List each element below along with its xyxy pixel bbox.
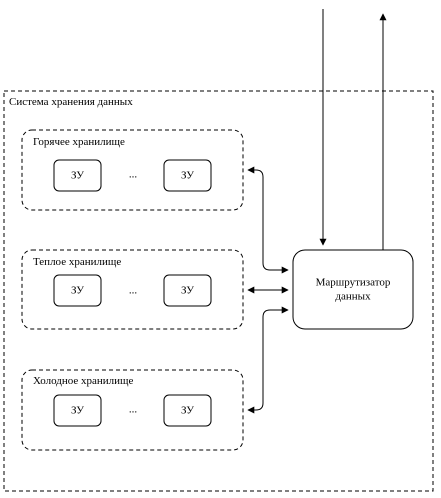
data-router-box — [292, 249, 414, 330]
storage-cold-title: Холодное хранилище — [33, 375, 134, 387]
storage-hot-unit-left — [53, 159, 102, 192]
storage-warm-unit-left-label: ЗУ — [71, 285, 84, 297]
storage-cold-unit-right — [163, 394, 212, 427]
storage-warm-boundary — [21, 249, 244, 330]
connector-hot — [247, 166, 289, 274]
system-title: Система хранения данных — [9, 96, 133, 108]
storage-warm-unit-right — [163, 274, 212, 307]
storage-cold-unit-right-label: ЗУ — [181, 405, 194, 417]
storage-cold-ellipsis: ... — [129, 404, 138, 416]
storage-warm: Теплое хранилище ЗУ ... ЗУ — [21, 249, 244, 330]
storage-cold-unit-left-label: ЗУ — [71, 405, 84, 417]
data-router-label-line1: Маршрутизатор — [316, 277, 391, 289]
storage-cold: Холодное хранилище ЗУ ... ЗУ — [21, 369, 244, 451]
storage-hot-unit-right — [163, 159, 212, 192]
storage-warm-unit-left — [53, 274, 102, 307]
storage-cold-unit-left — [53, 394, 102, 427]
storage-hot-title: Горячее хранилище — [33, 136, 125, 148]
storage-warm-unit-right-label: ЗУ — [181, 285, 194, 297]
storage-hot-unit-left-label: ЗУ — [71, 170, 84, 182]
storage-warm-ellipsis: ... — [129, 285, 138, 297]
storage-warm-title: Теплое хранилище — [33, 256, 121, 268]
storage-hot-boundary — [21, 129, 244, 211]
system-boundary — [3, 90, 434, 492]
data-router-label-line2: данных — [335, 291, 371, 303]
storage-hot-unit-right-label: ЗУ — [181, 170, 194, 182]
data-router: Маршрутизатор данных — [292, 249, 414, 330]
storage-hot-ellipsis: ... — [129, 169, 138, 181]
storage-hot: Горячее хранилище ЗУ ... ЗУ — [21, 129, 244, 211]
storage-cold-boundary — [21, 369, 244, 451]
connector-cold — [247, 306, 289, 414]
